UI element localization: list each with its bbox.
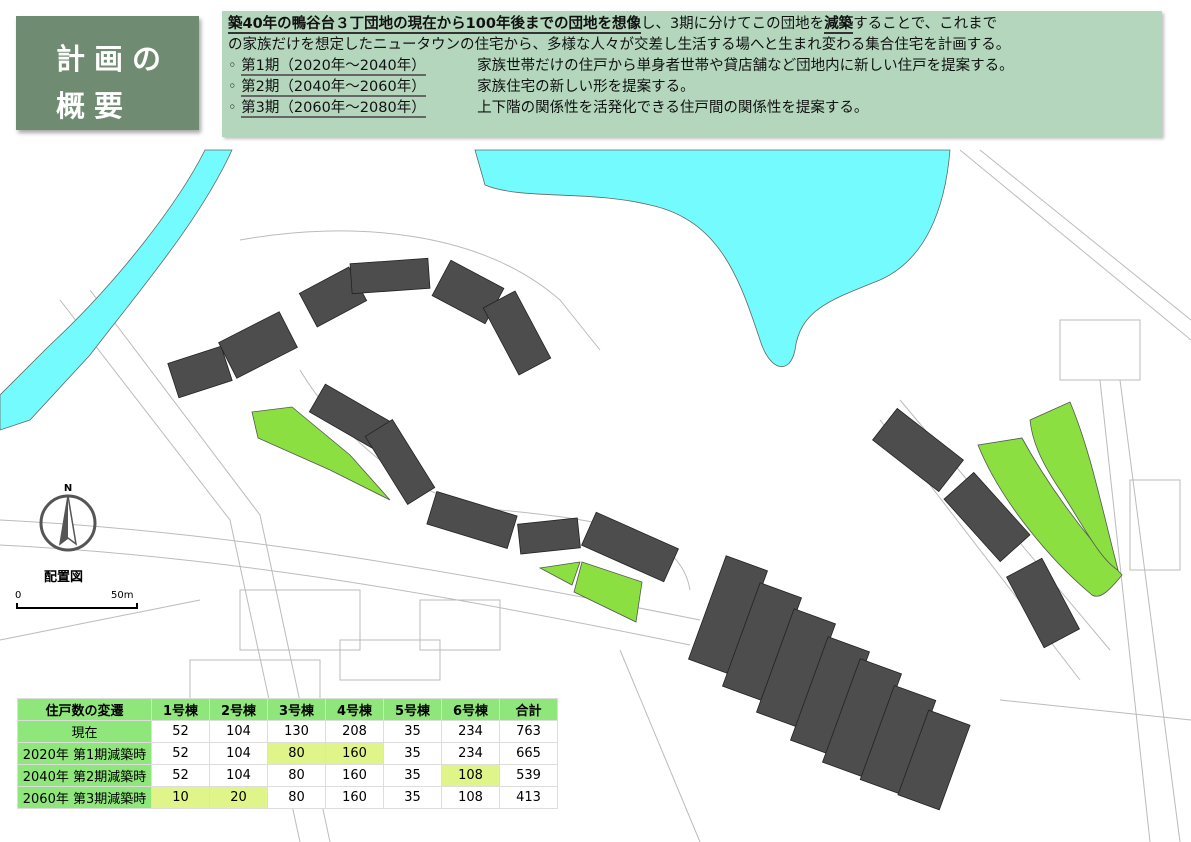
scale-bar: 0 50m <box>14 590 139 620</box>
phase-text: 家族住宅の新しい形を提案する。 <box>477 79 695 95</box>
scale-max: 50m <box>111 590 134 601</box>
row-label: 2060年 第3期減築時 <box>17 786 152 809</box>
table-header-row: 住戸数の変遷 1号棟 2号棟 3号棟 4号棟 5号棟 6号棟 合計 <box>17 698 558 721</box>
row-label: 2040年 第2期減築時 <box>17 764 152 787</box>
row-label: 現在 <box>17 720 152 743</box>
header-cell: 4号棟 <box>325 698 384 721</box>
summary-box: 築40年の鴨谷台３丁団地の現在から100年後までの団地を想像し、3期に分けてこの… <box>222 11 1162 137</box>
intro-mid-text: し、3期に分けてこの団地を <box>640 16 825 32</box>
cell: 104 <box>209 764 268 787</box>
section-title: 計画の 概要 <box>16 16 199 130</box>
header-cell: 5号棟 <box>383 698 442 721</box>
header-cell: 合計 <box>499 698 558 721</box>
table-row: 2060年 第3期減築時 10 20 80 160 35 108 413 <box>17 786 558 809</box>
cell: 104 <box>209 720 268 743</box>
cell: 35 <box>383 720 442 743</box>
cell: 52 <box>151 764 210 787</box>
phase-text: 家族世帯だけの住戸から単身者世帯や貸店舗など団地内に新しい住戸を提案する。 <box>477 58 1014 74</box>
cell-highlighted: 20 <box>209 786 268 809</box>
green-areas <box>251 401 1123 623</box>
pond <box>474 149 951 368</box>
intro-bold-text-2: 減築 <box>824 16 854 34</box>
cell: 130 <box>267 720 326 743</box>
cell: 763 <box>499 720 558 743</box>
cell: 80 <box>267 764 326 787</box>
cell: 35 <box>383 764 442 787</box>
intro-end-text: することで、これまで <box>853 16 998 32</box>
title-line2: 概要 <box>56 89 133 123</box>
row-label: 2020年 第1期減築時 <box>17 742 152 765</box>
cell: 234 <box>441 742 500 765</box>
summary-line2: の家族だけを想定したニュータウンの住宅から、多様な人々が交差し生活する場へと生ま… <box>228 37 1011 53</box>
cell: 413 <box>499 786 558 809</box>
buildings <box>167 257 1080 811</box>
table-row: 2020年 第1期減築時 52 104 80 160 35 234 665 <box>17 742 558 765</box>
title-line1: 計画の <box>56 42 171 76</box>
water-bodies <box>0 149 951 431</box>
summary-intro: 築40年の鴨谷台３丁団地の現在から100年後までの団地を想像し、3期に分けてこの… <box>228 14 1156 35</box>
phase-label: 第2期（2040年～2060年） <box>241 79 426 97</box>
cell-highlighted: 10 <box>151 786 210 809</box>
cell-highlighted: 108 <box>441 764 500 787</box>
phase-item: ◦ 第3期（2060年～2080年）上下階の関係性を活発化できる住戸間の関係性を… <box>228 100 869 118</box>
cell: 234 <box>441 720 500 743</box>
plan-label: 配置図 <box>44 570 84 585</box>
phase-label: 第1期（2020年～2040年） <box>241 58 426 76</box>
river <box>0 149 233 431</box>
table-row: 現在 52 104 130 208 35 234 763 <box>17 720 558 743</box>
phase-item: ◦ 第2期（2040年～2060年）家族住宅の新しい形を提案する。 <box>228 79 695 97</box>
scale-zero: 0 <box>15 590 22 601</box>
phase-label: 第3期（2060年～2080年） <box>241 100 426 118</box>
cell: 160 <box>325 786 384 809</box>
intro-bold-text: 築40年の鴨谷台３丁団地の現在から100年後までの団地を想像 <box>228 16 641 34</box>
cell: 539 <box>499 764 558 787</box>
phase-item: ◦ 第1期（2020年～2040年）家族世帯だけの住戸から単身者世帯や貸店舗など… <box>228 58 1014 76</box>
header-cell: 3号棟 <box>267 698 326 721</box>
cell: 35 <box>383 742 442 765</box>
cell: 208 <box>325 720 384 743</box>
cell-highlighted: 160 <box>325 742 384 765</box>
header-cell: 住戸数の変遷 <box>17 698 152 721</box>
table-row: 2040年 第2期減築時 52 104 80 160 35 108 539 <box>17 764 558 787</box>
unit-count-table: 住戸数の変遷 1号棟 2号棟 3号棟 4号棟 5号棟 6号棟 合計 現在 52 … <box>17 698 558 809</box>
cell: 52 <box>151 720 210 743</box>
cell: 104 <box>209 742 268 765</box>
cell-highlighted: 80 <box>267 742 326 765</box>
cell: 160 <box>325 764 384 787</box>
cell: 665 <box>499 742 558 765</box>
header-cell: 1号棟 <box>151 698 210 721</box>
compass-label: N <box>64 483 72 494</box>
header-cell: 6号棟 <box>441 698 500 721</box>
phase-text: 上下階の関係性を活発化できる住戸間の関係性を提案する。 <box>477 100 869 116</box>
cell: 108 <box>441 786 500 809</box>
cell: 52 <box>151 742 210 765</box>
north-compass-icon: N <box>39 483 97 552</box>
cell: 35 <box>383 786 442 809</box>
cell: 80 <box>267 786 326 809</box>
header-cell: 2号棟 <box>209 698 268 721</box>
